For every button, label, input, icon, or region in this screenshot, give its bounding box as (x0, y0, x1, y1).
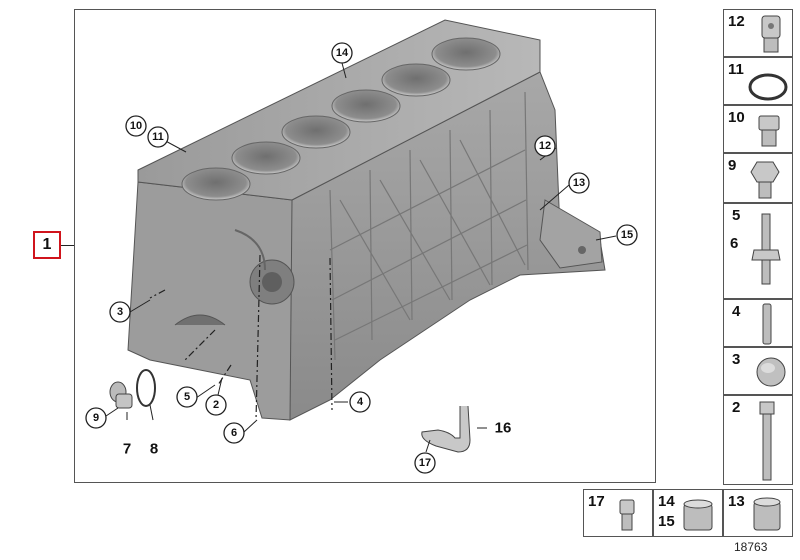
part-cell-4[interactable]: 4 (723, 299, 793, 347)
part-12-label: 12 (728, 13, 745, 30)
part-cell-2[interactable]: 2 (723, 395, 793, 485)
screw-plug-icon (758, 115, 780, 147)
part-cell-14-15[interactable]: 14 15 (653, 489, 723, 537)
part-14-label: 14 (658, 493, 675, 510)
callout-3-label: 3 (117, 306, 123, 318)
bushing-icon (753, 497, 781, 531)
reference-box-1[interactable]: 1 (33, 231, 61, 259)
callout-9[interactable]: 9 (85, 407, 107, 429)
label-8: 8 (150, 441, 158, 458)
long-bolt-icon (759, 401, 775, 481)
callout-11[interactable]: 11 (147, 126, 169, 148)
callout-10-label: 10 (130, 120, 142, 132)
document-number: 18763 (734, 540, 768, 554)
callout-2[interactable]: 2 (205, 394, 227, 416)
part-2-label: 2 (732, 399, 741, 416)
seal-ring-part (136, 369, 156, 407)
reference-leader (61, 245, 74, 246)
part-cell-13[interactable]: 13 (723, 489, 793, 537)
sleeve-icon (683, 499, 713, 531)
part-4-label: 4 (732, 303, 741, 320)
callout-4-label: 4 (357, 396, 364, 408)
part-3-label: 3 (732, 351, 741, 368)
part-10-label: 10 (728, 109, 745, 126)
part-cell-5-6[interactable]: 5 6 (723, 203, 793, 299)
expansion-plug-icon (756, 357, 786, 387)
sealing-ring-icon (748, 73, 788, 101)
part-cell-9[interactable]: 9 (723, 153, 793, 203)
part-11-label: 11 (728, 61, 744, 78)
callout-12[interactable]: 12 (534, 135, 556, 157)
oil-drain-screw-icon (761, 15, 781, 53)
callout-15[interactable]: 15 (616, 224, 638, 246)
drain-plug-part (109, 381, 133, 409)
callout-4[interactable]: 4 (349, 391, 371, 413)
callout-14[interactable]: 14 (331, 42, 353, 64)
dowel-pin-icon (762, 303, 772, 345)
part-17-label: 17 (588, 493, 605, 510)
callout-11-label: 11 (152, 131, 164, 143)
callout-5-label: 5 (184, 391, 190, 403)
callout-2-label: 2 (213, 399, 219, 411)
callout-17[interactable]: 17 (414, 452, 436, 474)
part-15-label: 15 (658, 513, 675, 530)
socket-screw-icon (619, 499, 635, 531)
label-16: 16 (495, 420, 512, 437)
part-cell-11[interactable]: 11 (723, 57, 793, 105)
part-cell-17[interactable]: 17 (583, 489, 653, 537)
stud-bolt-icon (751, 213, 781, 285)
callout-12-label: 12 (539, 140, 551, 152)
label-7: 7 (123, 441, 131, 458)
callout-9-label: 9 (93, 412, 99, 424)
callout-13[interactable]: 13 (568, 172, 590, 194)
part-6-label: 6 (730, 235, 739, 252)
part-5-label: 5 (732, 207, 741, 224)
callout-14-label: 14 (336, 47, 349, 59)
callout-5[interactable]: 5 (176, 386, 198, 408)
reference-label: 1 (42, 236, 52, 253)
diagram-frame (74, 9, 656, 483)
callout-10[interactable]: 10 (125, 115, 147, 137)
callout-13-label: 13 (573, 177, 585, 189)
hex-bolt-icon (750, 161, 780, 199)
oil-pipe-part (421, 405, 471, 453)
callout-17-label: 17 (419, 457, 431, 469)
part-cell-3[interactable]: 3 (723, 347, 793, 395)
part-13-label: 13 (728, 493, 745, 510)
part-9-label: 9 (728, 157, 737, 174)
callout-6-label: 6 (231, 427, 237, 439)
callout-15-label: 15 (621, 229, 633, 241)
part-cell-12[interactable]: 12 (723, 9, 793, 57)
part-cell-10[interactable]: 10 (723, 105, 793, 153)
callout-3[interactable]: 3 (109, 301, 131, 323)
callout-6[interactable]: 6 (223, 422, 245, 444)
engine-block (127, 19, 606, 421)
